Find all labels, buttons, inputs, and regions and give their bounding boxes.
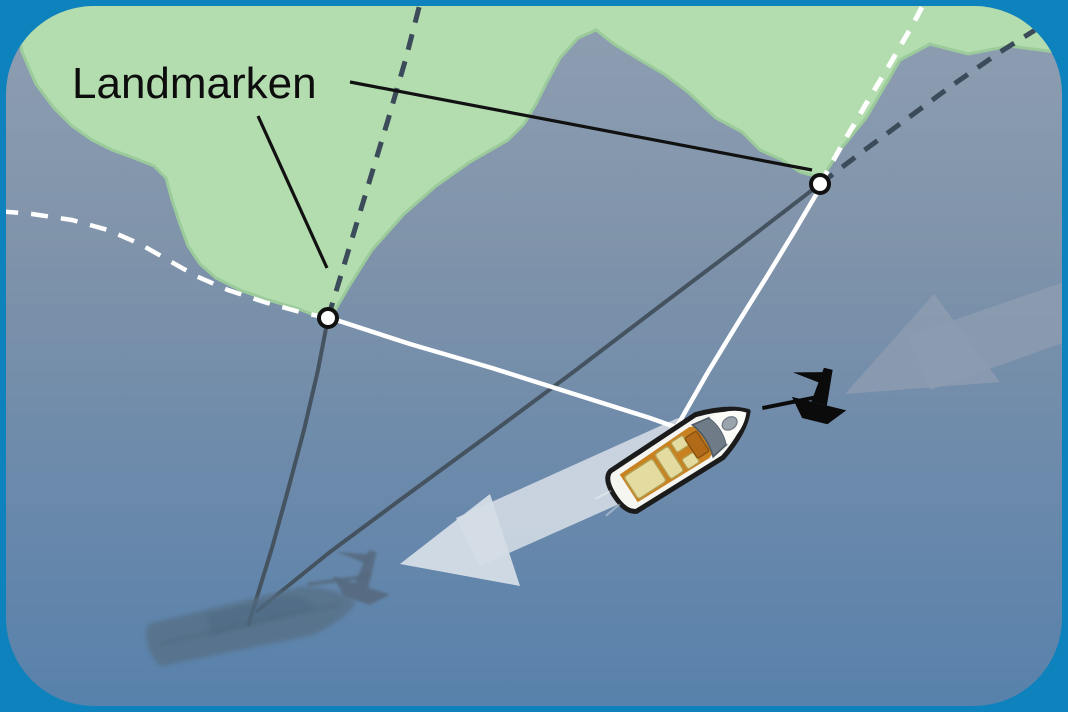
bearing-white-left-to-boat — [327, 315, 681, 431]
drift-symbol-dark — [761, 367, 847, 425]
boat-cushion-aft — [623, 458, 667, 500]
boat-console — [684, 430, 710, 459]
leader-to-right-landmark — [349, 80, 813, 172]
drift-symbol-faded — [307, 549, 391, 605]
boat-bow-hatch — [721, 416, 738, 431]
bearing-white-right-to-boat — [673, 185, 823, 431]
boat-actual — [594, 406, 751, 517]
page-title: Landmarken — [72, 59, 317, 108]
boat-windshield — [690, 416, 728, 459]
bearing-dark-right-to-ghost — [254, 182, 822, 614]
boat-cushion-mid — [654, 446, 684, 480]
bearing-white-dashed-right-up — [817, 6, 935, 186]
land-mass — [14, 6, 1062, 320]
landmark-right[interactable] — [809, 173, 831, 195]
landmark-left[interactable] — [317, 307, 339, 329]
boat-wake — [594, 489, 621, 517]
ghost-boat — [146, 586, 356, 667]
current-arrow-upper-right — [845, 282, 1062, 394]
leader-to-left-landmark — [256, 115, 329, 269]
bearing-dark-dashed-left-up — [325, 6, 427, 319]
